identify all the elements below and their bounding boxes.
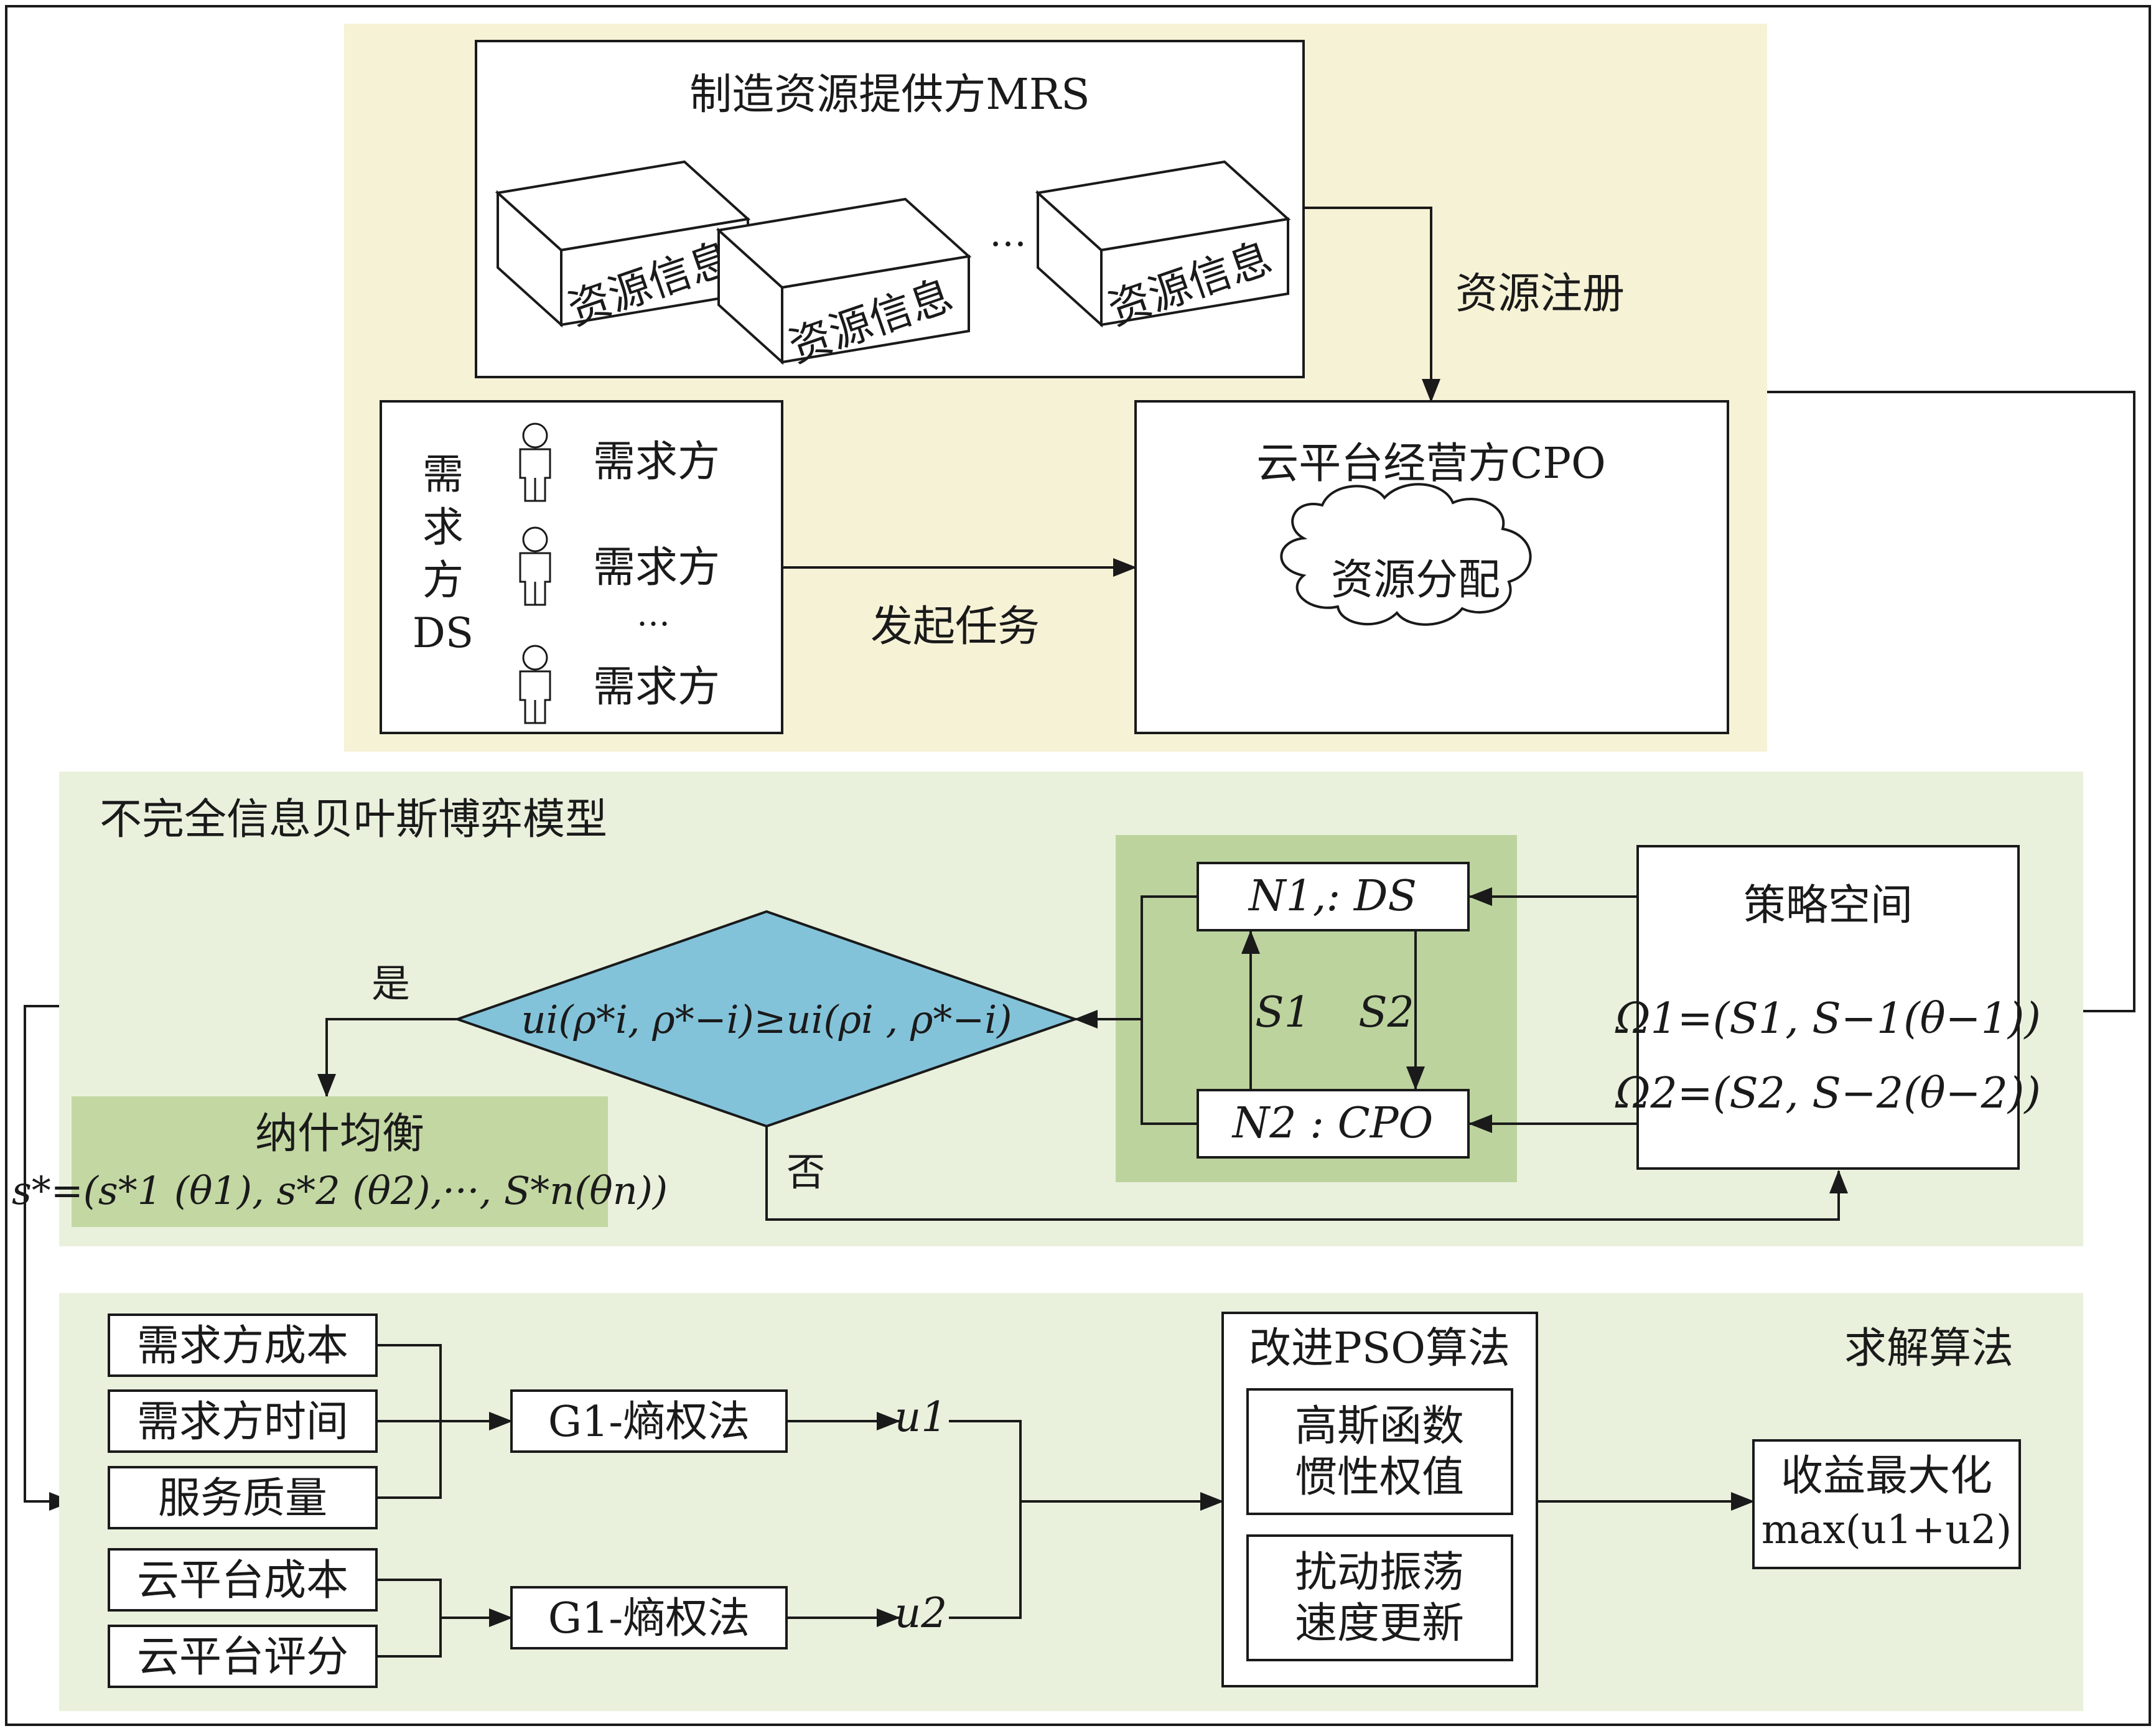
pso-subbox-line: 惯性权值 [1295,1453,1464,1502]
pso-title: 改进PSO算法 [1249,1324,1510,1373]
n2-label: N2 : CPO [1231,1099,1433,1148]
result-line: max(u1+u2) [1762,1507,2012,1553]
nash-title: 纳什均衡 [255,1109,424,1159]
nash-equilibrium-box [72,1096,608,1227]
yes-label: 是 [371,961,410,1006]
person-icon [519,422,551,502]
input-label: 需求方时间 [137,1397,348,1447]
pso-subbox-line: 扰动振荡 [1295,1548,1464,1597]
pso-subbox-line: 高斯函数 [1295,1402,1464,1451]
utility-bracket [949,1420,1022,1619]
no-arrow [765,1126,1848,1221]
pso-subbox-1 [1246,1388,1513,1515]
equilibrium-condition-diamond [453,910,1080,1128]
resource-block-1: 资源信息 [495,160,751,335]
s2-label: S2 [1358,988,1414,1037]
resource-block-2: 资源信息 [716,197,972,372]
method-box-1 [510,1389,788,1453]
strategy-space-box [1636,845,2020,1170]
mrs-title: 制造资源提供方MRS [689,70,1090,119]
launch-task-label: 发起任务 [870,602,1040,651]
register-label: 资源注册 [1455,269,1625,319]
method-label: G1-熵权法 [548,1594,750,1643]
resource-block-3: 资源信息 [1035,160,1291,335]
cpo-title: 云平台经营方CPO [1256,439,1606,488]
register-arrow [1304,207,1440,403]
omega1-formula: Ω1=(S1, S−1(θ−1)) [1615,994,2041,1043]
input-box [108,1313,378,1377]
ds-title-char: 需 [422,450,464,498]
ds-title-char: 方 [422,556,464,604]
person-icon [519,526,551,606]
resource-ellipsis: … [989,212,1027,255]
result-box [1752,1439,2021,1569]
s1-label: S1 [1255,988,1311,1037]
pso-subbox-2 [1246,1534,1513,1661]
ds-box [380,400,783,734]
input-label: 需求方成本 [137,1322,348,1371]
ds-title-char: 求 [422,503,464,551]
game-to-algorithm-connector [24,1005,73,1511]
n1-label: N1,: DS [1248,872,1417,921]
demander-label: 需求方 [593,663,720,712]
omega2-formula: Ω2=(S2, S−2(θ−2)) [1615,1069,2041,1118]
n2-box [1197,1089,1470,1159]
input-label: 云平台评分 [137,1633,348,1682]
strategy-space-title: 策略空间 [1743,881,1913,930]
input-label: 云平台成本 [137,1556,348,1605]
solve-algorithm-title: 求解算法 [1844,1324,2014,1373]
person-icon [519,645,551,724]
no-label: 否 [786,1149,825,1195]
game-model-title: 不完全信息贝叶斯博弈模型 [100,795,607,844]
result-line: 收益最大化 [1781,1452,1992,1501]
ds-title-char: DS [413,609,474,657]
demander-label: 需求方 [593,437,720,487]
nash-formula: s*=(s*1 (θ1), s*2 (θ2),···, S*n(θn)) [12,1168,668,1213]
cpo-to-strategy-connector [1767,391,2135,1020]
demanders-ellipsis: … [637,594,670,633]
yes-arrow [317,1018,457,1098]
pso-subbox-line: 速度更新 [1295,1599,1464,1648]
input-label: 服务质量 [158,1474,327,1523]
n1-box [1197,862,1470,931]
method-label: G1-熵权法 [548,1397,750,1447]
u2-label: u2 [895,1589,948,1637]
equilibrium-condition: ui(ρ*i, ρ*−i)≥ui(ρi , ρ*−i) [521,997,1012,1042]
players-bracket [1141,895,1198,1125]
input-box [108,1625,378,1688]
input-box [108,1389,378,1453]
outer-frame [5,5,2151,1726]
input-box [108,1466,378,1529]
u1-label: u1 [895,1393,948,1441]
cloud-label: 资源分配 [1331,556,1500,605]
demander-label: 需求方 [593,543,720,592]
cloud-icon [1280,483,1532,626]
